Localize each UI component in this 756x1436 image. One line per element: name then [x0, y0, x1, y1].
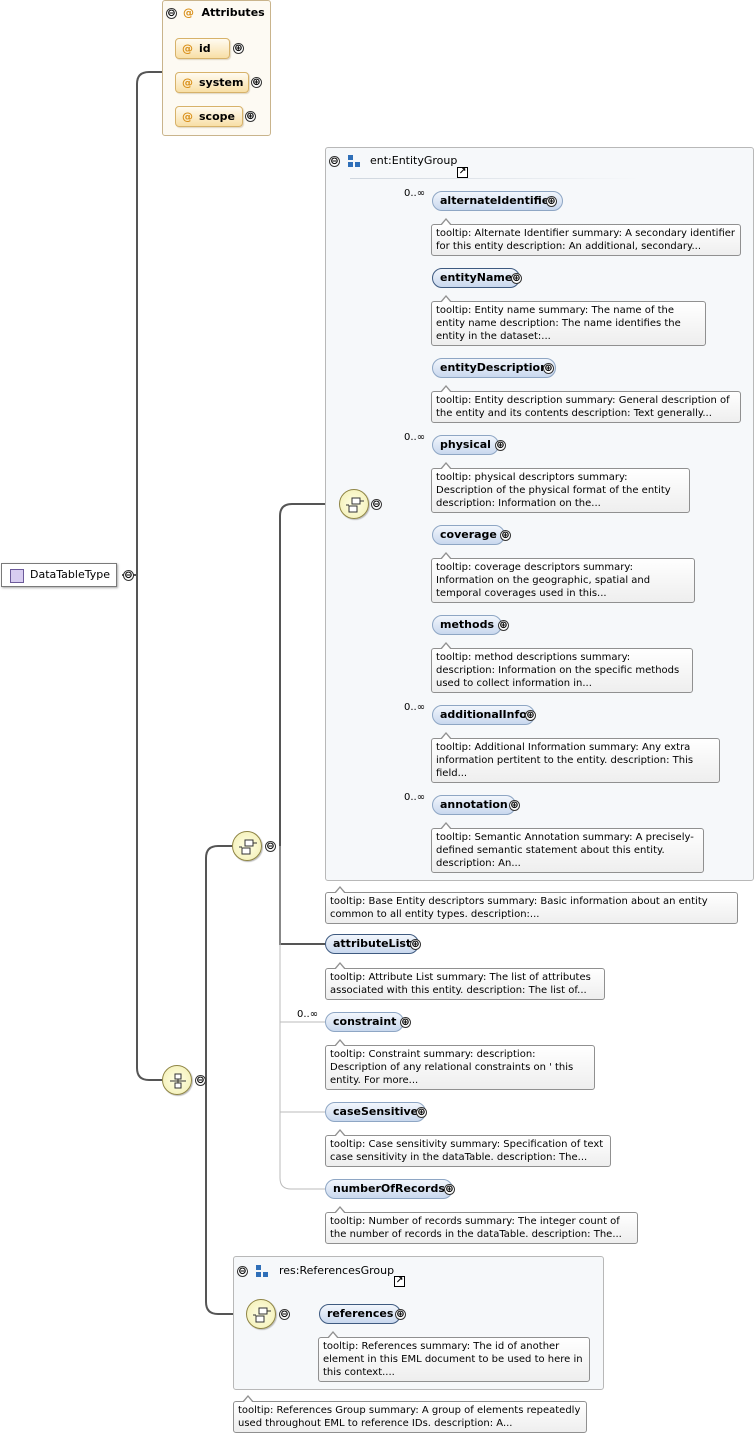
expand-numberOfRecords-icon[interactable]: ⊕ — [444, 1184, 455, 1195]
tooltip-physical: tooltip: physical descriptors summary: D… — [431, 462, 690, 513]
attribute-id[interactable]: @ id — [175, 38, 230, 59]
expand-references-icon[interactable]: ⊕ — [395, 1309, 406, 1320]
tooltip-attributeList: tooltip: Attribute List summary: The lis… — [325, 962, 605, 1000]
root-label: DataTableType — [30, 568, 110, 581]
at-icon: @ — [183, 6, 194, 19]
tooltip-annotation: tooltip: Semantic Annotation summary: A … — [431, 822, 704, 873]
tooltip-entityName: tooltip: Entity name summary: The name o… — [431, 295, 706, 346]
tooltip-alternateIdentifier: tooltip: Alternate Identifier summary: A… — [431, 218, 741, 256]
expand-attributeList-icon[interactable]: ⊕ — [410, 939, 421, 950]
references-group-title: res:ReferencesGroup — [279, 1264, 395, 1277]
at-icon: @ — [182, 76, 193, 89]
collapse-entity-sequence-icon[interactable]: ⊖ — [371, 499, 382, 510]
collapse-root-icon[interactable]: ⊖ — [123, 570, 134, 581]
entity-group-title: ent:EntityGroup — [370, 154, 458, 167]
expand-coverage-icon[interactable]: ⊕ — [500, 530, 511, 541]
tooltip-caseSensitive: tooltip: Case sensitivity summary: Speci… — [325, 1129, 611, 1167]
collapse-choice-icon[interactable]: ⊖ — [265, 841, 276, 852]
expand-scope-icon[interactable]: ⊕ — [245, 111, 256, 122]
complex-type-icon — [10, 569, 24, 583]
cardinality: 0..∞ — [404, 188, 426, 199]
cardinality: 0..∞ — [404, 702, 426, 713]
expand-methods-icon[interactable]: ⊕ — [498, 620, 509, 631]
element-physical[interactable]: physical — [432, 435, 499, 455]
entity-sequence-compositor[interactable] — [339, 489, 369, 519]
expand-constraint-icon[interactable]: ⊕ — [400, 1017, 411, 1028]
expand-id-icon[interactable]: ⊕ — [233, 43, 244, 54]
attribute-label: id — [199, 42, 211, 55]
sequence-compositor[interactable] — [162, 1065, 192, 1095]
expand-entityDescription-icon[interactable]: ⊕ — [543, 363, 554, 374]
element-entityDescription[interactable]: entityDescription — [432, 358, 556, 378]
tooltip-coverage: tooltip: coverage descriptors summary: I… — [431, 552, 695, 603]
expand-system-icon[interactable]: ⊕ — [251, 77, 262, 88]
title-separator — [350, 178, 640, 179]
cardinality: 0..∞ — [404, 432, 426, 443]
collapse-references-compositor-icon[interactable]: ⊖ — [279, 1309, 290, 1320]
element-annotation[interactable]: annotation — [432, 795, 516, 815]
tooltip-references-group: tooltip: References Group summary: A gro… — [233, 1395, 587, 1433]
arrow-out-icon[interactable]: ↗ — [457, 167, 468, 178]
attribute-label: scope — [199, 110, 235, 123]
tooltip-additionalInfo: tooltip: Additional Information summary:… — [431, 732, 720, 783]
attribute-scope[interactable]: @ scope — [175, 106, 243, 127]
cardinality: 0..∞ — [297, 1009, 319, 1020]
sequence-icon — [170, 1073, 186, 1089]
expand-alternateIdentifier-icon[interactable]: ⊕ — [546, 196, 557, 207]
expand-physical-icon[interactable]: ⊕ — [495, 440, 506, 451]
tooltip-constraint: tooltip: Constraint summary: description… — [325, 1039, 595, 1090]
group-icon — [348, 155, 360, 167]
choice-icon — [253, 1307, 271, 1323]
at-icon: @ — [182, 42, 193, 55]
attributes-title: @ Attributes — [183, 6, 265, 19]
group-icon — [256, 1265, 268, 1277]
collapse-sequence-icon[interactable]: ⊖ — [195, 1075, 206, 1086]
element-references[interactable]: references — [319, 1304, 402, 1324]
arrow-out-icon[interactable]: ↗ — [394, 1276, 405, 1287]
expand-additionalInfo-icon[interactable]: ⊕ — [525, 710, 536, 721]
tooltip-entityDescription: tooltip: Entity description summary: Gen… — [431, 385, 741, 423]
element-attributeList[interactable]: attributeList — [325, 934, 420, 954]
at-icon: @ — [182, 110, 193, 123]
collapse-references-group-icon[interactable]: ⊖ — [237, 1266, 248, 1277]
element-alternateIdentifier[interactable]: alternateIdentifier — [432, 191, 563, 211]
element-constraint[interactable]: constraint — [325, 1012, 405, 1032]
tooltip-references: tooltip: References summary: The id of a… — [318, 1331, 590, 1382]
collapse-attributes-icon[interactable]: ⊖ — [166, 8, 177, 19]
cardinality: 0..∞ — [404, 792, 426, 803]
collapse-entity-group-icon[interactable]: ⊖ — [329, 156, 340, 167]
tooltip-methods: tooltip: method descriptions summary: de… — [431, 642, 693, 693]
element-caseSensitive[interactable]: caseSensitive — [325, 1102, 427, 1122]
choice-icon — [239, 839, 257, 855]
expand-caseSensitive-icon[interactable]: ⊕ — [416, 1107, 427, 1118]
attribute-system[interactable]: @ system — [175, 72, 249, 93]
element-methods[interactable]: methods — [432, 615, 502, 635]
expand-entityName-icon[interactable]: ⊕ — [511, 273, 522, 284]
element-additionalInfo[interactable]: additionalInfo — [432, 705, 535, 725]
expand-annotation-icon[interactable]: ⊕ — [509, 800, 520, 811]
choice-icon — [346, 497, 364, 513]
element-numberOfRecords[interactable]: numberOfRecords — [325, 1179, 453, 1199]
choice-compositor[interactable] — [232, 831, 262, 861]
element-entityName[interactable]: entityName — [432, 268, 521, 288]
attribute-label: system — [199, 76, 244, 89]
element-coverage[interactable]: coverage — [432, 525, 505, 545]
root-element[interactable]: DataTableType — [1, 563, 117, 587]
tooltip-numberOfRecords: tooltip: Number of records summary: The … — [325, 1206, 638, 1244]
tooltip-entity-group: tooltip: Base Entity descriptors summary… — [325, 886, 738, 924]
references-compositor[interactable] — [246, 1299, 276, 1329]
attributes-title-text: Attributes — [201, 6, 265, 19]
